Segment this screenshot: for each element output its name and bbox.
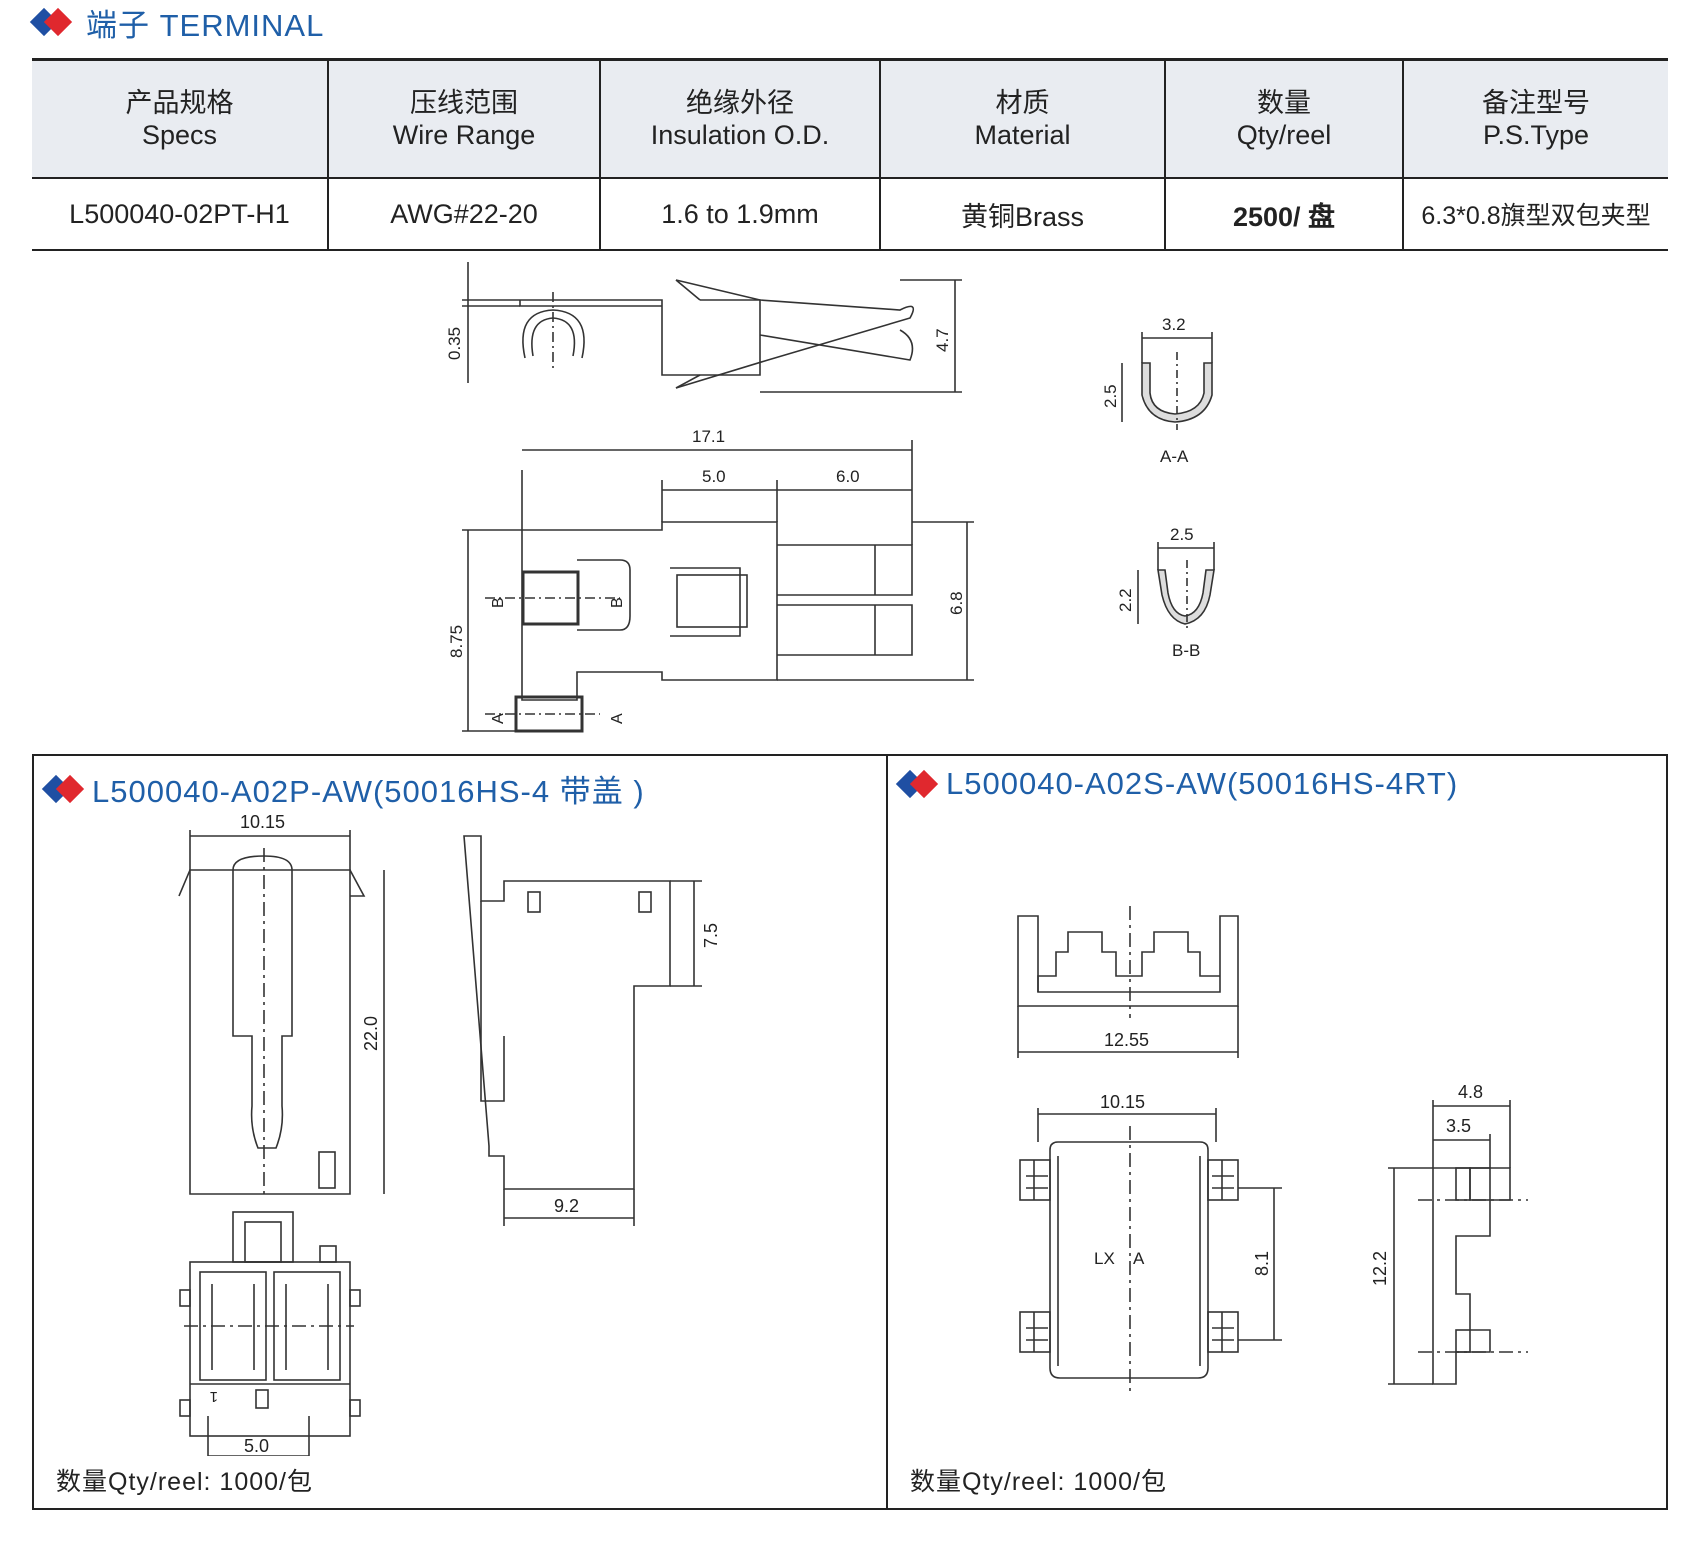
dim-10-15: 10.15: [1100, 1092, 1145, 1112]
panel-left-header: L500040-A02P-AW(50016HS-4 带盖 ): [44, 766, 645, 811]
section-title: 端子 TERMINAL: [86, 7, 325, 43]
cell-material: 黄铜Brass: [879, 178, 1166, 250]
section-mark-a-left: A: [490, 713, 507, 724]
receptacle-housing-drawing: 12.55 10.15 LX A 8.1 4.8 3.5 12.2: [1017, 906, 1528, 1396]
cell-insulation: 1.6 to 1.9mm: [599, 178, 881, 250]
dim-2-2: 2.2: [1116, 588, 1135, 612]
dim-8-75: 8.75: [447, 625, 466, 658]
dim-3-2: 3.2: [1162, 315, 1186, 334]
section-label-bb: B-B: [1172, 641, 1200, 660]
dim-12-2: 12.2: [1370, 1251, 1390, 1286]
dim-22-0: 22.0: [361, 1016, 381, 1051]
cell-type: 6.3*0.8旗型双包夹型: [1402, 178, 1668, 250]
panel-right-title: L500040-A02S-AW(50016HS-4RT): [946, 766, 1459, 801]
section-header: 端子 TERMINAL: [32, 0, 324, 44]
dim-10-15: 10.15: [240, 812, 285, 832]
table-row: L500040-02PT-H1 AWG#22-20 1.6 to 1.9mm 黄…: [32, 178, 1668, 250]
panel-left-title: L500040-A02P-AW(50016HS-4 带盖 ): [92, 774, 645, 809]
dim-5-0: 5.0: [244, 1436, 269, 1456]
dim-6-0: 6.0: [836, 467, 860, 486]
dim-0-35: 0.35: [445, 327, 464, 360]
dim-6-8: 6.8: [947, 591, 966, 615]
terminal-drawing: 0.35 4.7 17.1 5.0 6.0 8.75 6.8 B B A A 3…: [445, 262, 1215, 733]
dim-17-1: 17.1: [692, 427, 725, 446]
section-mark-b-left: B: [490, 597, 507, 608]
plug-housing-drawing: 10.15 22.0 7.5 9.2 5.0 1: [178, 812, 721, 1456]
dim-12-55: 12.55: [1104, 1030, 1149, 1050]
dim-2-5-b: 2.5: [1170, 525, 1194, 544]
a-mark: A: [1133, 1249, 1145, 1268]
panel-receptacle-housing: L500040-A02S-AW(50016HS-4RT): [886, 754, 1668, 1510]
lx-mark: LX: [1094, 1249, 1115, 1268]
dim-4-8: 4.8: [1458, 1082, 1483, 1102]
cell-qty: 2500/ 盘: [1164, 178, 1404, 250]
section-mark-a-right: A: [609, 713, 626, 724]
dim-9-2: 9.2: [554, 1196, 579, 1216]
cell-wire-range: AWG#22-20: [327, 178, 601, 250]
section-label-aa: A-A: [1160, 447, 1189, 466]
dim-2-5-a: 2.5: [1101, 384, 1120, 408]
dim-5-0: 5.0: [702, 467, 726, 486]
qty-label-left: 数量Qty/reel: 1000/包: [56, 1468, 313, 1496]
qty-label-right: 数量Qty/reel: 1000/包: [910, 1468, 1167, 1496]
pin-1-mark: 1: [210, 1388, 218, 1405]
cell-specs: L500040-02PT-H1: [32, 178, 329, 250]
dim-4-7: 4.7: [933, 328, 952, 352]
dim-3-5: 3.5: [1446, 1116, 1471, 1136]
panel-right-header: L500040-A02S-AW(50016HS-4RT): [898, 766, 1458, 802]
section-mark-b-right: B: [609, 597, 626, 608]
dim-8-1: 8.1: [1252, 1251, 1272, 1276]
panel-plug-housing: L500040-A02P-AW(50016HS-4 带盖 ): [32, 754, 888, 1510]
dim-7-5: 7.5: [701, 923, 721, 948]
